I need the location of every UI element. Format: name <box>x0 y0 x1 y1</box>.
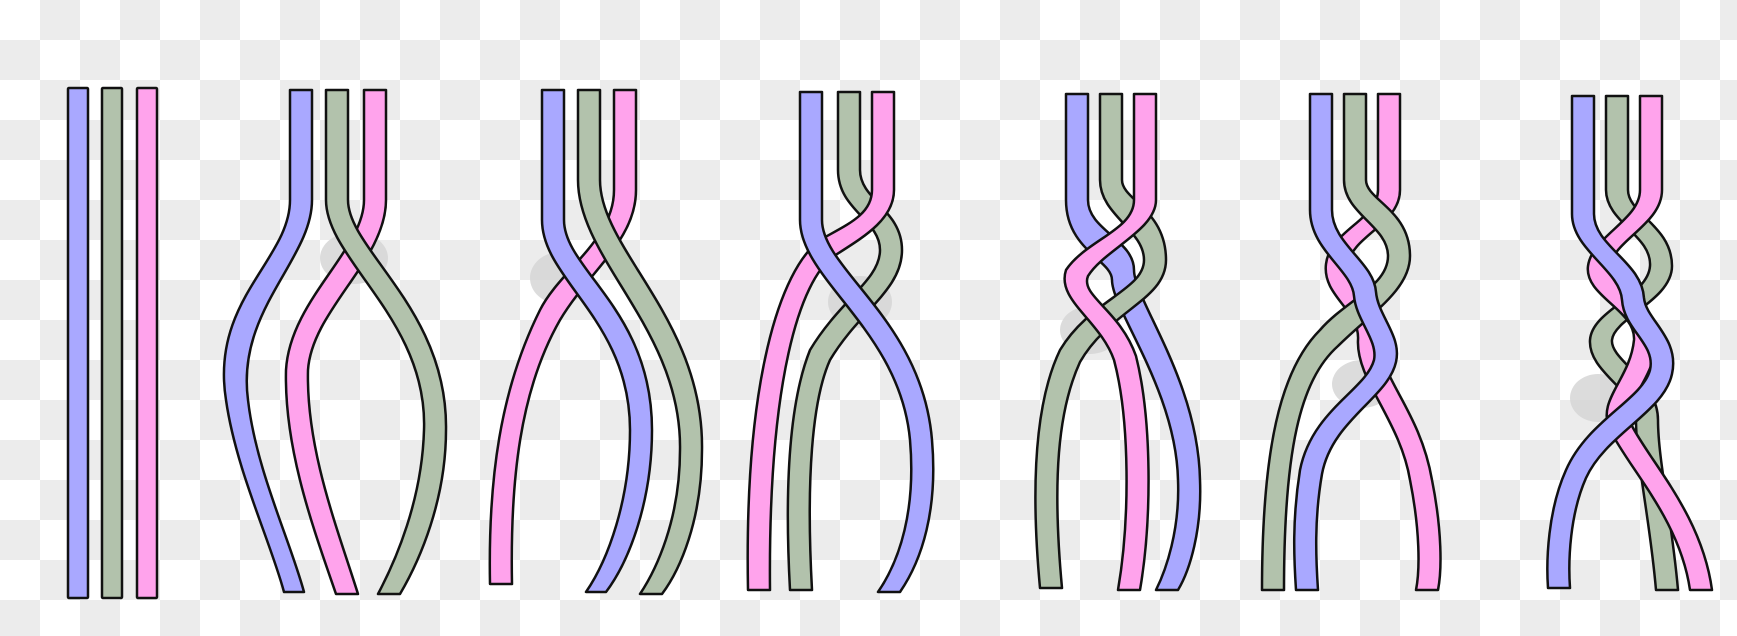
braid-step-7 <box>1547 96 1712 590</box>
braid-step-2 <box>224 90 446 594</box>
braid-step-3 <box>490 90 702 594</box>
braid-step-1 <box>68 88 157 598</box>
braid-step-4 <box>748 92 934 592</box>
strand-green <box>102 88 122 598</box>
strand-blue <box>68 88 88 598</box>
strand-pink <box>137 88 157 598</box>
braid-step-5 <box>1035 94 1200 590</box>
braid-step-6 <box>1262 94 1440 590</box>
